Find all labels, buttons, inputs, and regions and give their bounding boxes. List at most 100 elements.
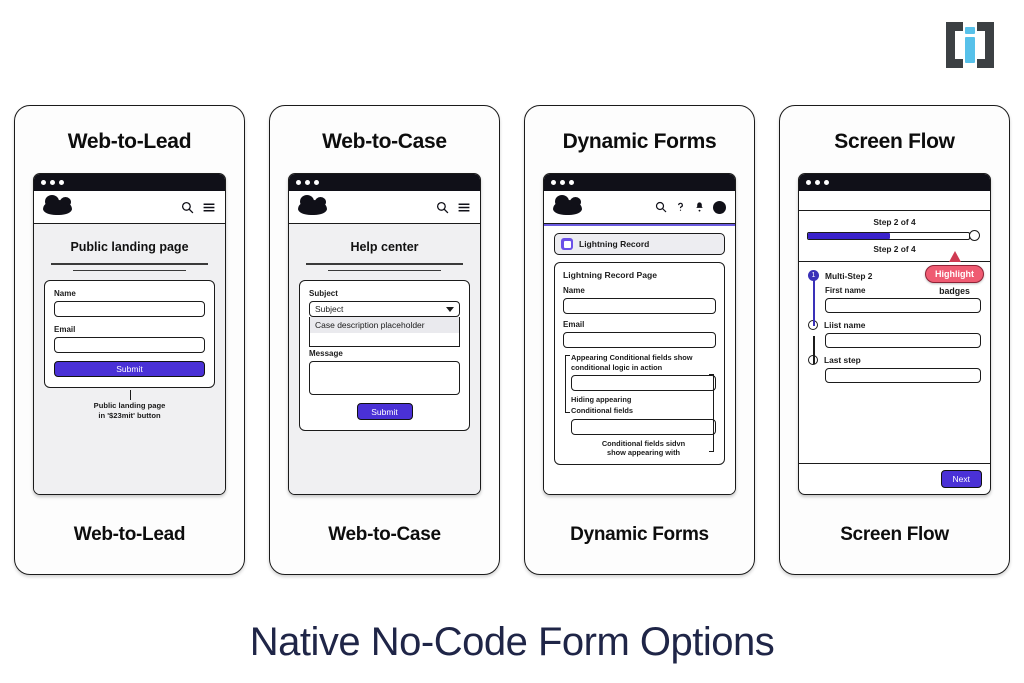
flow-step-header: 1 Multi-Step 2	[808, 270, 981, 281]
card-footer-label: Screen Flow	[840, 524, 949, 545]
conditional-input-1[interactable]	[571, 375, 716, 392]
note-bottom-line-1: Conditional fields sidvn	[601, 438, 686, 448]
highlight-badge-group: Highlight badges	[925, 251, 984, 296]
conditional-appearing-group: Appearing Conditional fields show condit…	[563, 353, 716, 413]
progress-knob[interactable]	[969, 230, 980, 241]
window-dot-icon	[296, 180, 301, 185]
progress-track-fill	[808, 232, 890, 239]
cloud-logo-icon	[553, 194, 582, 215]
email-input[interactable]	[54, 337, 205, 354]
mock-navbar	[289, 191, 480, 224]
card-title: Web-to-Lead	[67, 130, 192, 153]
message-textarea[interactable]	[309, 361, 460, 396]
step-connector-line	[813, 278, 815, 326]
browser-mock: Step 2 of 4 Step 2 of 4 Highlight badges	[798, 173, 991, 495]
card-footer-label: Dynamic Forms	[570, 524, 709, 545]
question-icon[interactable]	[675, 201, 686, 213]
page-title: Native No-Code Form Options	[249, 620, 775, 664]
name-input[interactable]	[54, 301, 205, 318]
note-appearing-line-2: conditional logic in action	[571, 362, 663, 372]
field-label-list-name: Liist name	[824, 320, 866, 330]
step-title: Multi-Step 2	[825, 270, 873, 281]
window-dot-icon	[569, 180, 574, 185]
avatar-icon[interactable]	[713, 200, 726, 214]
subject-dropdown[interactable]: Case description placeholder	[309, 317, 460, 348]
name-input[interactable]	[563, 298, 716, 314]
flow-step-2: Liist name	[808, 320, 981, 330]
mock-navbar	[544, 191, 735, 224]
divider	[73, 269, 186, 272]
lightning-record-tab[interactable]: Lightning Record	[554, 233, 725, 255]
dropdown-option[interactable]: Case description placeholder	[310, 317, 459, 334]
field-label-email: Email	[54, 325, 76, 335]
next-button[interactable]: Next	[940, 470, 982, 488]
case-form: Subject Subject Case description placeho…	[299, 280, 470, 432]
window-dot-icon	[560, 180, 565, 185]
mock-titlebar	[34, 174, 225, 191]
list-name-input[interactable]	[825, 333, 981, 348]
mock-screen: Lightning Record Lightning Record Page N…	[544, 224, 735, 494]
window-dot-icon	[305, 180, 310, 185]
divider	[305, 263, 464, 265]
chevron-down-icon	[446, 306, 454, 312]
note-bottom-line-2: show appearing with	[606, 448, 681, 458]
caption-line-1: Public landing page	[93, 401, 166, 411]
submit-button[interactable]: Submit	[356, 403, 413, 421]
mock-screen: Help center Subject Subject Case descrip…	[289, 224, 480, 494]
window-dot-icon	[41, 180, 46, 185]
flow-step-3: Last step	[808, 355, 981, 365]
hamburger-icon[interactable]	[457, 201, 471, 214]
brace-right-icon	[709, 373, 714, 452]
flow-progress-section: Step 2 of 4 Step 2 of 4	[799, 211, 990, 262]
lightning-record-page: Lightning Record Page Name Email Appeari…	[554, 262, 725, 465]
record-app-icon	[561, 238, 573, 250]
step-connector-line	[813, 336, 815, 364]
nav-icon-group	[436, 201, 471, 214]
flow-body: Highlight badges 1 Multi-Step 2 First na…	[799, 251, 990, 463]
caption-line-2: in '$23mit' button	[98, 411, 161, 421]
cards-row: Web-to-Lead Public landing p	[14, 105, 1010, 575]
note-hiding-line-2: Conditional fields	[571, 405, 633, 415]
cloud-logo-icon	[43, 194, 72, 215]
letter-i-dot-icon	[965, 27, 975, 34]
conditional-input-2[interactable]	[571, 418, 716, 435]
window-dot-icon	[815, 180, 820, 185]
search-icon[interactable]	[181, 201, 194, 214]
dropdown-option-empty[interactable]	[310, 333, 459, 347]
card-title: Screen Flow	[834, 130, 955, 153]
note-appearing-line-1: Appearing Conditional fields show	[571, 353, 693, 362]
window-dot-icon	[824, 180, 829, 185]
field-label-message: Message	[309, 349, 343, 359]
card-dynamic-forms[interactable]: Dynamic Forms	[524, 105, 755, 575]
mock-navbar-empty	[799, 191, 990, 211]
conditional-hiding-group: Conditional fields Conditional fields si…	[563, 373, 716, 458]
hamburger-icon[interactable]	[202, 201, 216, 214]
card-footer-label: Web-to-Lead	[73, 524, 186, 545]
card-web-to-case[interactable]: Web-to-Case Help center	[269, 105, 500, 575]
bell-icon[interactable]	[694, 201, 705, 213]
submit-button[interactable]: Submit	[54, 361, 205, 378]
window-dot-icon	[59, 180, 64, 185]
subject-select-value: Subject	[315, 304, 344, 315]
card-web-to-lead[interactable]: Web-to-Lead Public landing p	[14, 105, 245, 575]
mock-screen: Public landing page Name Email Submit Pu…	[34, 224, 225, 494]
field-label-subject: Subject	[309, 289, 338, 299]
search-icon[interactable]	[436, 201, 449, 214]
step-label-bottom: Step 2 of 4	[873, 244, 916, 254]
email-input[interactable]	[563, 332, 716, 348]
step-label-top: Step 2 of 4	[873, 217, 916, 227]
last-step-input[interactable]	[825, 368, 981, 383]
progress-track[interactable]	[807, 230, 980, 241]
subject-select[interactable]: Subject	[309, 301, 460, 318]
flow-footer: Next	[799, 463, 990, 494]
card-screen-flow[interactable]: Screen Flow Step 2 of 4 Step 2 of 4	[779, 105, 1010, 575]
first-name-input[interactable]	[825, 298, 981, 313]
search-icon[interactable]	[655, 201, 667, 213]
window-dot-icon	[551, 180, 556, 185]
brand-logo	[946, 22, 994, 68]
browser-mock: Lightning Record Lightning Record Page N…	[543, 173, 736, 495]
highlight-badge[interactable]: Highlight	[925, 265, 984, 283]
field-label-name: Name	[54, 289, 76, 299]
step-number-badge: 1	[808, 270, 819, 281]
mock-titlebar	[289, 174, 480, 191]
